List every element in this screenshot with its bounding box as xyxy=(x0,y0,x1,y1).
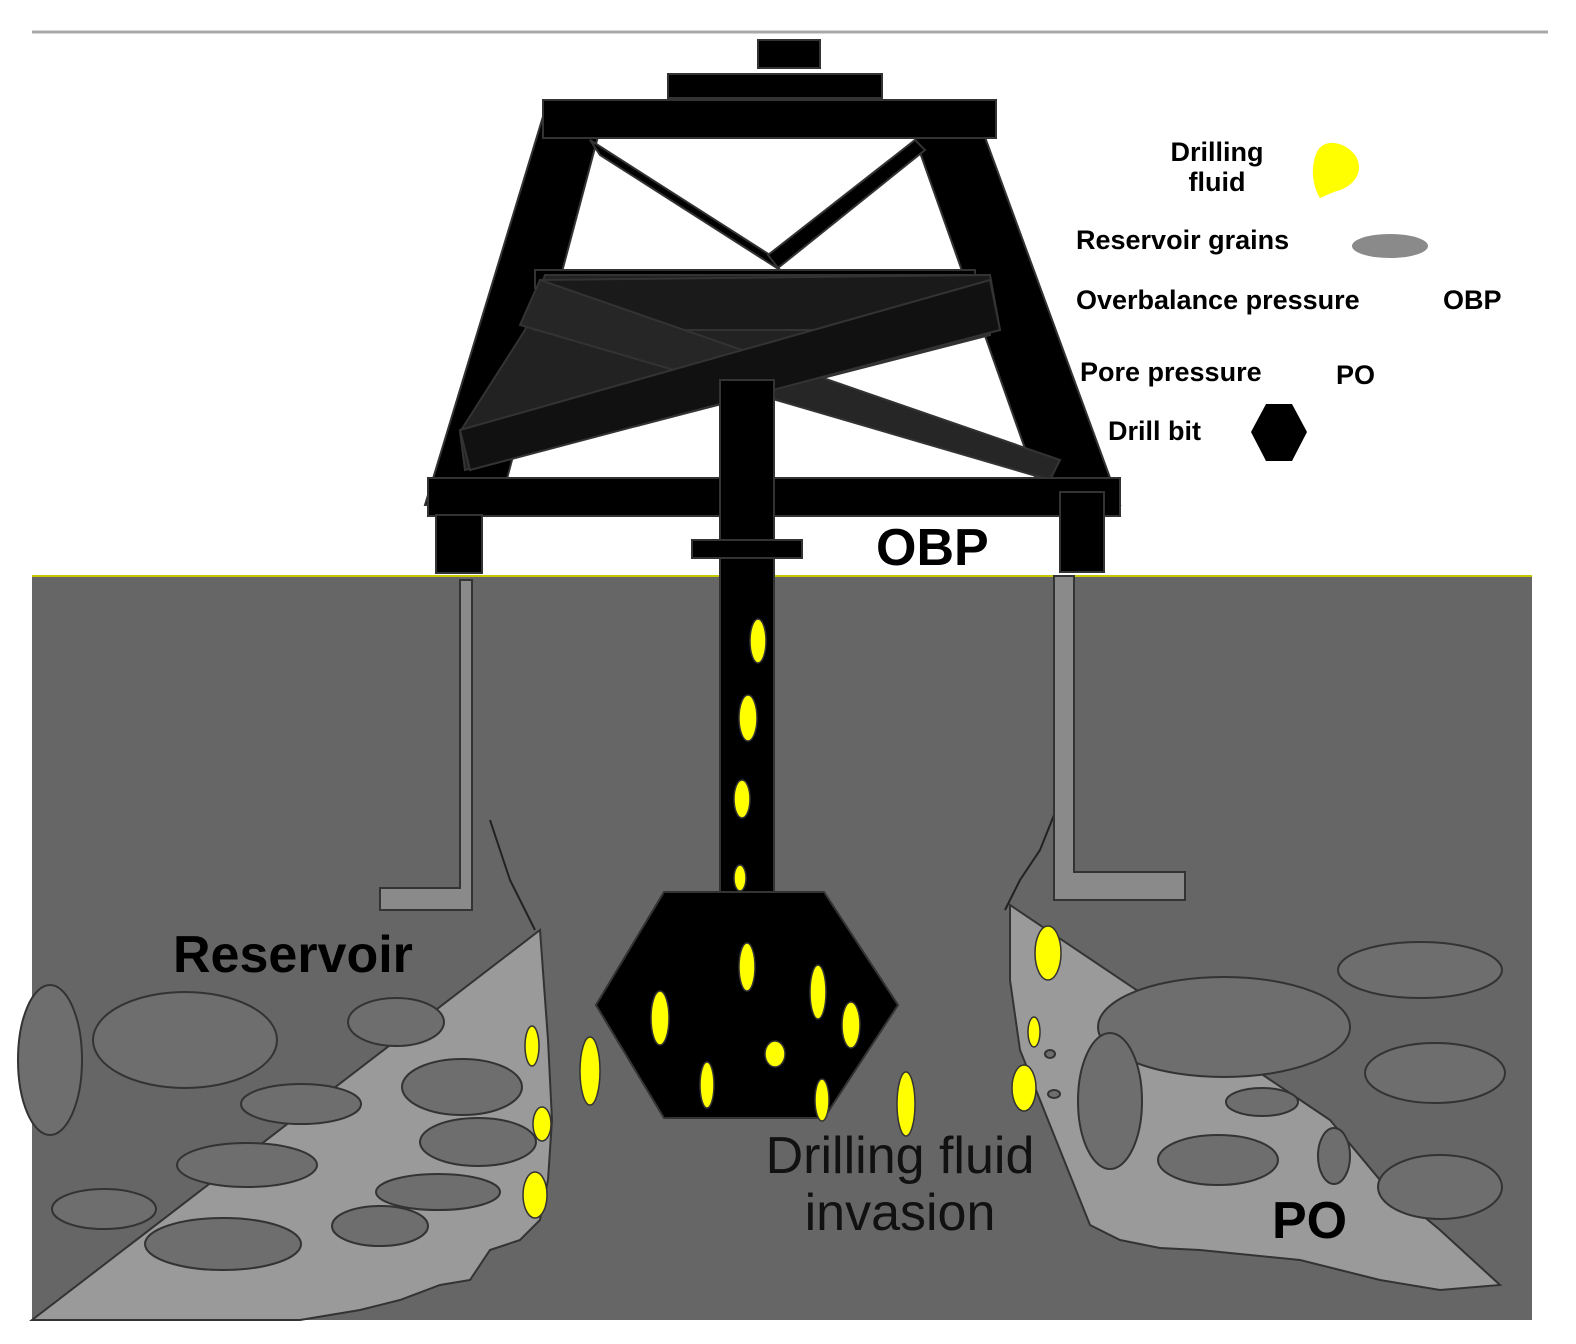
grain xyxy=(1097,976,1351,1078)
rig-base-leg-right xyxy=(1059,491,1105,573)
grain xyxy=(92,991,278,1089)
grain xyxy=(331,1205,429,1247)
grain xyxy=(419,1117,537,1167)
left-reservoir-grains xyxy=(17,984,537,1271)
left-casing xyxy=(379,579,473,911)
fluid-drop xyxy=(738,694,758,742)
reservoir-grain-legend-icon xyxy=(1352,234,1428,258)
fluid-drop xyxy=(749,618,767,664)
legend-drilling-fluid-line2: fluid xyxy=(1189,167,1246,197)
grain xyxy=(401,1058,523,1116)
label-reservoir: Reservoir xyxy=(173,926,413,984)
grain xyxy=(17,984,83,1136)
rig-crown xyxy=(667,73,883,99)
rig-brace xyxy=(766,138,927,270)
grain xyxy=(1225,1087,1299,1117)
fluid-drop xyxy=(764,1040,786,1068)
fluid-drop xyxy=(1027,1016,1041,1048)
fluid-drop xyxy=(733,779,751,819)
rig-crown-block xyxy=(757,39,821,69)
legend-drilling-fluid-line1: Drilling xyxy=(1171,137,1264,167)
fluid-drop xyxy=(699,1061,715,1109)
drilling-rig xyxy=(423,39,1122,1119)
fluid-drop xyxy=(809,964,827,1020)
grain xyxy=(144,1217,302,1271)
right-wellbore-edge xyxy=(1004,799,1061,911)
fluid-drop xyxy=(1011,1064,1037,1112)
grain xyxy=(1337,941,1503,999)
legend-obp-abbr: OBP xyxy=(1443,285,1502,315)
grain xyxy=(240,1083,362,1125)
drilling-fluid-droplets xyxy=(522,618,1062,1219)
label-obp: OBP xyxy=(876,519,989,577)
grain xyxy=(1044,1049,1056,1059)
legend-overbalance-pressure: Overbalance pressure xyxy=(1076,285,1360,315)
legend-po-abbr: PO xyxy=(1336,360,1375,390)
left-wellbore-edge xyxy=(489,819,536,931)
drilling-fluid-legend-icon xyxy=(1312,142,1360,198)
rig-brace xyxy=(589,139,781,271)
label-invasion-line2: invasion xyxy=(805,1184,996,1242)
label-po: PO xyxy=(1272,1192,1347,1250)
grain xyxy=(1157,1134,1279,1186)
grain xyxy=(347,997,445,1047)
drill-bit-legend-icon xyxy=(1251,404,1307,461)
fluid-drop xyxy=(1034,925,1062,981)
grain xyxy=(375,1173,501,1211)
legend-pore-pressure: Pore pressure xyxy=(1080,357,1262,387)
grain xyxy=(176,1142,318,1188)
grain xyxy=(1377,1154,1503,1220)
legend-reservoir-grains: Reservoir grains xyxy=(1076,225,1289,255)
grain xyxy=(1047,1089,1061,1099)
right-reservoir-grains xyxy=(1044,941,1506,1220)
label-invasion-line1: Drilling fluid xyxy=(766,1127,1035,1185)
fluid-drop xyxy=(814,1078,830,1122)
rig-top-deck xyxy=(542,99,997,139)
rig-base-leg-left xyxy=(435,514,483,574)
right-casing xyxy=(1053,575,1186,901)
fluid-drop xyxy=(896,1071,916,1137)
grain xyxy=(1364,1042,1506,1104)
fluid-drop xyxy=(532,1106,552,1142)
grain xyxy=(1317,1127,1351,1185)
fluid-drop xyxy=(733,864,747,892)
fluid-drop xyxy=(524,1025,540,1067)
legend-drill-bit: Drill bit xyxy=(1108,416,1201,446)
fluid-drop xyxy=(522,1171,548,1219)
fluid-drop xyxy=(738,942,756,992)
fluid-drop xyxy=(841,1001,861,1049)
drill-pipe-collar xyxy=(691,539,803,559)
rig-x-brace-4 xyxy=(458,278,1002,472)
grain xyxy=(51,1188,157,1230)
fluid-drop xyxy=(579,1036,601,1106)
grain xyxy=(1077,1032,1143,1170)
fluid-drop xyxy=(650,990,670,1046)
